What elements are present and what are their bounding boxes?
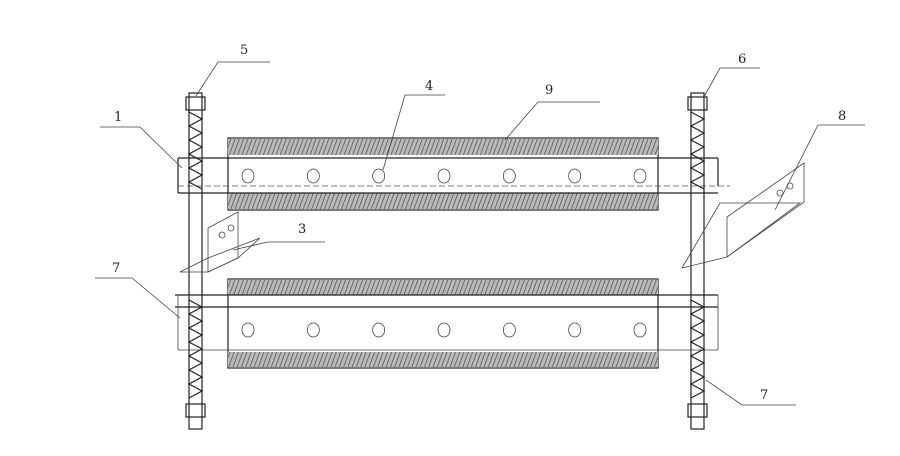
spring-right-upper	[689, 111, 706, 190]
callout-label: 7	[760, 388, 768, 403]
hole	[372, 322, 386, 338]
hole	[437, 168, 451, 184]
spring-left-lower	[187, 299, 204, 399]
callout-label: 9	[545, 83, 553, 98]
bracket-left	[179, 211, 261, 273]
lower-plate-hatch-bottom	[228, 352, 658, 367]
upper-plate-hatch-bottom	[228, 193, 658, 209]
hole	[241, 322, 255, 338]
callout-7-left: 7	[95, 261, 181, 319]
callout-label: 3	[298, 222, 306, 237]
callout-label: 5	[240, 43, 248, 58]
hole	[633, 168, 647, 184]
nut-left-top	[185, 96, 206, 111]
callout-1: 1	[100, 110, 183, 169]
callout-6: 6	[703, 52, 760, 98]
callout-label: 8	[838, 109, 846, 124]
bracket-right	[681, 162, 805, 269]
hole	[502, 168, 516, 184]
callout-3: 3	[232, 222, 325, 251]
hole	[633, 322, 647, 338]
callout-5: 5	[195, 43, 270, 97]
callout-label: 6	[738, 52, 746, 67]
nut-right-top	[687, 96, 708, 111]
hole	[306, 322, 320, 338]
hole	[241, 168, 255, 184]
callout-4: 4	[382, 79, 445, 171]
callout-label: 7	[112, 261, 120, 276]
callout-7-right: 7	[705, 379, 796, 406]
hole	[306, 168, 320, 184]
upper-plate-hatch-top	[228, 139, 658, 155]
lower-plate	[175, 278, 719, 369]
hole	[372, 168, 386, 184]
nut-right-bottom	[687, 403, 708, 418]
nut-left-bottom	[185, 403, 206, 418]
rod-right	[687, 92, 708, 430]
spring-left-upper	[187, 111, 204, 190]
callout-8: 8	[774, 109, 865, 211]
hole	[568, 168, 582, 184]
callout-label: 4	[425, 79, 433, 94]
spring-right-lower	[689, 299, 706, 399]
callout-9: 9	[504, 83, 600, 141]
lower-plate-hatch-top	[228, 280, 658, 295]
hole	[568, 322, 582, 338]
upper-plate	[177, 137, 730, 211]
callout-label: 1	[114, 110, 122, 125]
hole	[502, 322, 516, 338]
hole	[437, 322, 451, 338]
